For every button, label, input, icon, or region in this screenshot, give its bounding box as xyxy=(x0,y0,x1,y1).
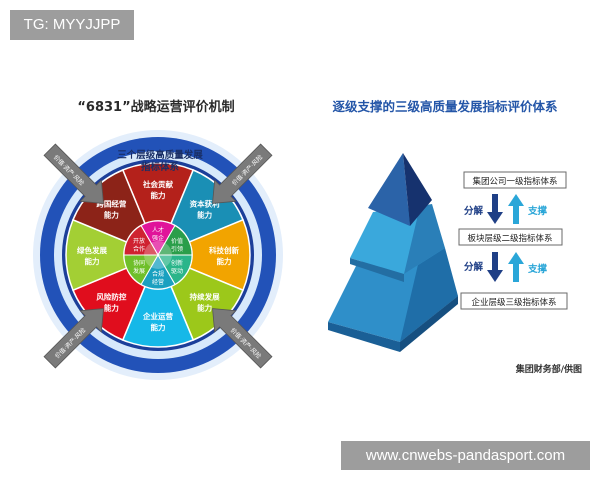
inner-sector-4-label-2: 经营 xyxy=(152,278,164,286)
inner-sector-6-label-2: 合作 xyxy=(133,245,145,253)
credit: 集团财务部/供图 xyxy=(515,363,582,375)
segment-1-label-2: 能力 xyxy=(151,190,166,200)
level-3-box xyxy=(460,292,568,310)
watermark-url: www.cnwebs-pandasport.com xyxy=(341,441,590,470)
down-arrow-1 xyxy=(487,194,503,224)
pyramid-top-side xyxy=(403,153,432,226)
inner-sector-2-label-2: 引领 xyxy=(171,245,183,253)
segment-6-label-1: 风险防控 xyxy=(96,292,126,302)
segment-5-label-2: 能力 xyxy=(151,322,166,332)
segment-8-label-2: 能力 xyxy=(104,209,119,219)
pyramid-middle-side xyxy=(404,204,445,274)
ring-label-line1: 三个层级高质量发展 xyxy=(117,149,203,161)
level-2-label: 板块层级二级指标体系 xyxy=(467,233,552,244)
segment-3-label-2: 能力 xyxy=(217,256,232,266)
pyramid xyxy=(328,153,458,352)
level-1-label: 集团公司一级指标体系 xyxy=(472,176,557,187)
decompose-label-1: 分解 xyxy=(464,205,484,217)
pyramid-bottom-side xyxy=(400,248,458,342)
pyramid-middle-base xyxy=(350,258,404,282)
inner-sector-1-label-2: 强企 xyxy=(152,234,164,242)
pyramid-bottom-base xyxy=(328,322,400,352)
segment-4-label-1: 持续发展 xyxy=(190,292,220,302)
segment-2-label-1: 资本获利 xyxy=(190,198,220,208)
inner-sector-3-label-2: 驱动 xyxy=(171,268,183,275)
inner-sector-4-label-1: 合规 xyxy=(152,270,164,278)
segment-7-label-1: 绿色发展 xyxy=(77,245,107,255)
inner-sector-2-label-1: 价值 xyxy=(171,237,183,245)
up-arrow-1 xyxy=(508,194,524,224)
ring-label-line2: 指标体系 xyxy=(141,161,180,173)
segment-2-label-2: 能力 xyxy=(197,209,212,219)
decompose-label-2: 分解 xyxy=(464,261,484,273)
left-title: “6831”战略运营评价机制 xyxy=(77,99,234,115)
wheel-center xyxy=(144,241,172,269)
segment-7-label-2: 能力 xyxy=(85,256,100,266)
inner-sector-1-label-1: 人才 xyxy=(152,226,164,234)
up-arrow-2 xyxy=(508,252,524,282)
pyramid-top-front xyxy=(368,153,410,226)
down-arrow-2 xyxy=(487,252,503,282)
inner-layer: 人才强企价值引领创新驱动合规经营 协同发展 开放合作 xyxy=(123,220,193,290)
inner-sector-6 xyxy=(123,224,159,256)
segment-1-label-1: 社会贡献 xyxy=(142,179,173,189)
inner-sector-5-label-1: 协同 xyxy=(133,259,145,267)
segment-8-label-1: 跨国经营 xyxy=(96,198,126,208)
segment-6-label-2: 能力 xyxy=(104,303,119,313)
right-title: 逐级支撑的三级高质量发展指标评价体系 xyxy=(332,99,558,114)
segment-3-label-1: 科技创新 xyxy=(209,245,239,255)
support-label-1: 支撑 xyxy=(527,205,548,217)
support-label-2: 支撑 xyxy=(527,263,548,275)
inner-sector-3-label-1: 创新 xyxy=(171,259,183,267)
pyramid-bottom-base-side xyxy=(400,296,458,352)
level-3-label: 企业层级三级指标体系 xyxy=(471,297,556,308)
top-left-tag: TG: MYYJJPP xyxy=(10,10,134,40)
level-2-box xyxy=(458,228,563,246)
inner-sector-5-label-2: 发展 xyxy=(133,267,145,275)
level-1-box xyxy=(463,171,567,189)
segment-4-label-2: 能力 xyxy=(197,303,212,313)
segments-layer: 社会贡献能力资本获利能力科技创新能力持续发展能力企业运营能力风险防控能力绿色发展… xyxy=(65,162,251,348)
segment-5-label-1: 企业运营 xyxy=(142,311,173,321)
inner-sector-6-label-1: 开放 xyxy=(133,237,145,245)
